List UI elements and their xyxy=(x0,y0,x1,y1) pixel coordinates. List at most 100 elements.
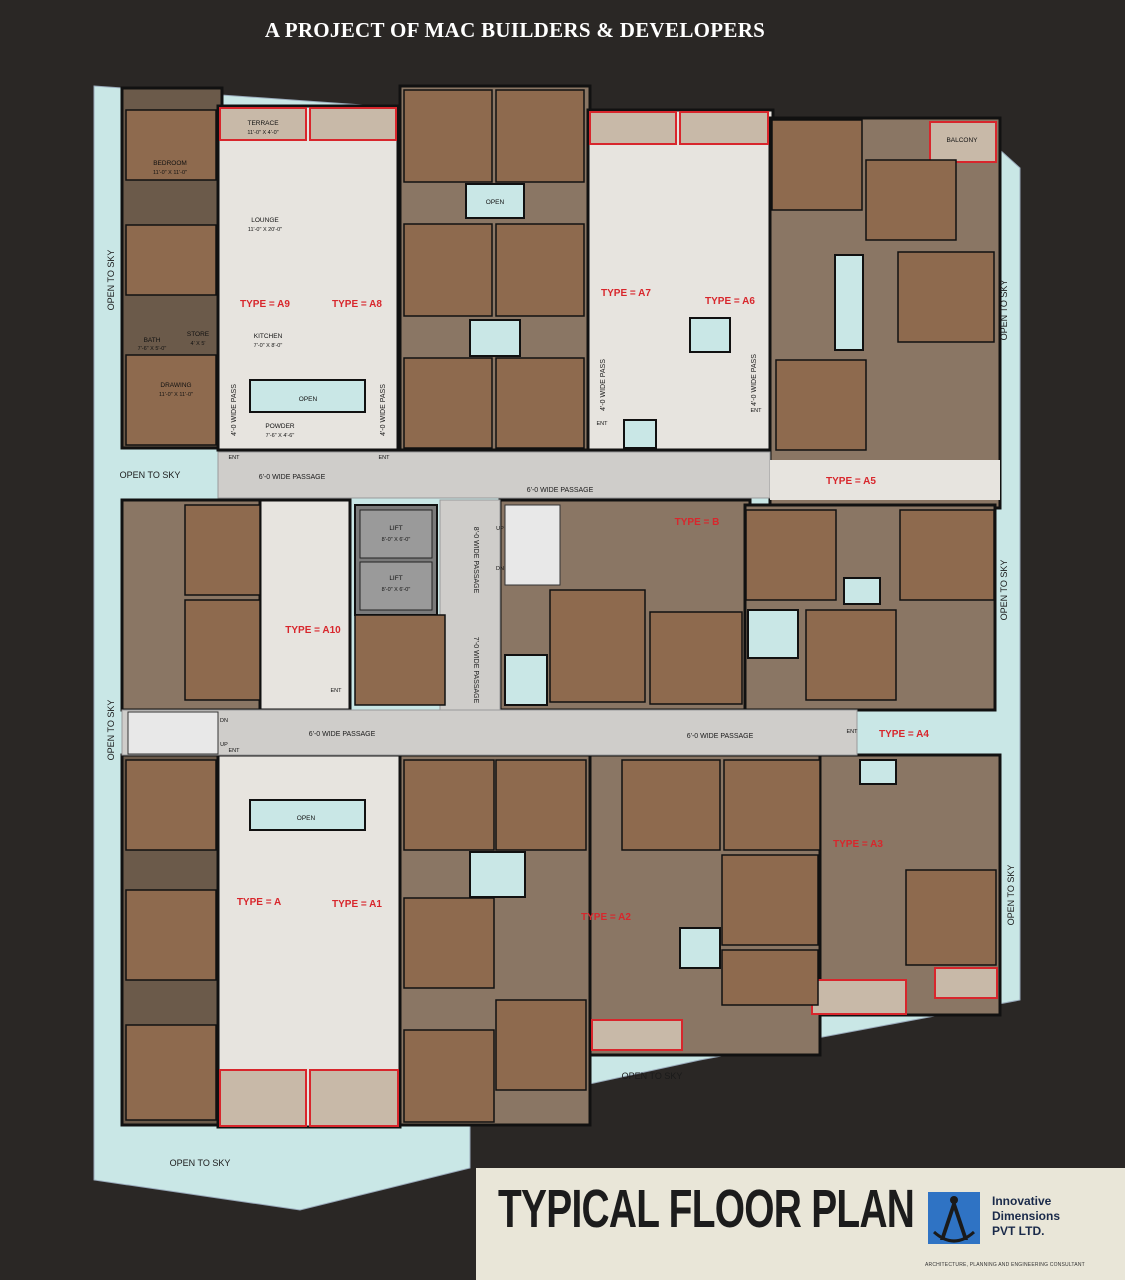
room-size: 11'-0" X 20'-0" xyxy=(248,227,282,233)
passage-label: 8'-0 WIDE PASSAGE xyxy=(472,527,479,594)
open-shaft xyxy=(834,254,864,351)
room-label: BALCONY xyxy=(946,137,978,144)
plan-title: TYPICAL FLOOR PLAN xyxy=(498,1179,915,1239)
open-shaft xyxy=(859,759,897,785)
lift-car-1 xyxy=(359,509,433,559)
passage-label: 6'-0 WIDE PASSAGE xyxy=(259,474,326,481)
unit-type-label: TYPE = A2 xyxy=(581,912,631,923)
unit-type-label: TYPE = A9 xyxy=(240,299,290,310)
open-shaft xyxy=(465,183,525,219)
company-tagline: ARCHITECTURE, PLANNING AND ENGINEERING C… xyxy=(925,1262,1085,1268)
terrace xyxy=(219,1069,307,1127)
company-name: Innovative Dimensions PVT LTD. xyxy=(992,1194,1092,1239)
unit-type-label: TYPE = A8 xyxy=(332,299,382,310)
terrace xyxy=(934,967,998,999)
room-label: OPEN xyxy=(486,199,505,206)
entrance-label: ENT xyxy=(751,408,763,414)
stair-up-label: UP xyxy=(220,742,228,748)
passage-label: 6'-0 WIDE PASSAGE xyxy=(527,487,594,494)
entrance-label: ENT xyxy=(229,748,241,754)
passage-upper-east xyxy=(770,460,1000,500)
open-shaft xyxy=(747,609,799,659)
title-panel xyxy=(476,1168,1125,1280)
stair-1 xyxy=(504,504,561,586)
unit-type-label: TYPE = A10 xyxy=(285,625,341,636)
room-label: STORE xyxy=(187,331,210,338)
unit-type-label: TYPE = A4 xyxy=(879,729,929,740)
room-size: 4' X 5' xyxy=(191,341,206,347)
passage-label: 4'-0 WIDE PASS xyxy=(380,384,387,436)
open-shaft xyxy=(469,851,526,898)
unit-type-label: TYPE = A3 xyxy=(833,839,883,850)
passage-label: 7'-0 WIDE PASSAGE xyxy=(472,637,479,704)
terrace xyxy=(591,1019,683,1051)
open-shaft xyxy=(249,379,366,413)
passage-label: 4'-0 WIDE PASS xyxy=(231,384,238,436)
room-label: OPEN xyxy=(297,815,316,822)
passage-label: 4'-0 WIDE PASS xyxy=(600,359,607,411)
entrance-label: ENT xyxy=(229,455,241,461)
room-label: TERRACE xyxy=(247,120,279,127)
passage-label: 6'-0 WIDE PASSAGE xyxy=(687,733,754,740)
unit-type-label: TYPE = A1 xyxy=(332,899,382,910)
stair-down-label: DN xyxy=(496,566,504,572)
lift-size: 8'-0" X 6'-0" xyxy=(382,537,411,543)
room-label: OPEN xyxy=(299,396,318,403)
unit-type-label: TYPE = B xyxy=(675,517,720,528)
room-size: 7'-6" X 4'-6" xyxy=(266,433,295,439)
passage-upper xyxy=(217,451,771,499)
lift-label: LIFT xyxy=(389,525,402,532)
room-label: BEDROOM xyxy=(153,160,187,167)
open-shaft xyxy=(843,577,881,605)
company-name-line: Dimensions xyxy=(992,1209,1061,1223)
room-tiles xyxy=(125,89,997,1123)
open-to-sky-label: OPEN TO SKY xyxy=(170,1158,231,1168)
lift-label: LIFT xyxy=(389,575,402,582)
room-label: POWDER xyxy=(265,423,295,430)
open-to-sky-label: OPEN TO SKY xyxy=(999,560,1009,621)
page-title: A PROJECT OF MAC BUILDERS & DEVELOPERS xyxy=(264,18,766,42)
room-size: 11'-0" X 11'-0" xyxy=(159,392,193,398)
stair-down-label: DN xyxy=(220,718,228,724)
lift-size: 8'-0" X 6'-0" xyxy=(382,587,411,593)
terrace xyxy=(309,1069,399,1127)
unit-type-label: TYPE = A5 xyxy=(826,476,876,487)
company-name-line: PVT LTD. xyxy=(992,1224,1045,1238)
room-label: DRAWING xyxy=(160,382,191,389)
company-name-line: Innovative xyxy=(992,1194,1052,1208)
open-to-sky-label: OPEN TO SKY xyxy=(106,700,116,761)
room-label: LOUNGE xyxy=(251,217,279,224)
passage-label: 6'-0 WIDE PASSAGE xyxy=(309,731,376,738)
room-size: 7'-6" X 5'-0" xyxy=(138,346,167,352)
unit-type-label: TYPE = A6 xyxy=(705,296,755,307)
open-shaft xyxy=(679,927,721,969)
open-to-sky-label: OPEN TO SKY xyxy=(1006,865,1016,926)
unit-type-label: TYPE = A7 xyxy=(601,288,651,299)
entrance-label: ENT xyxy=(331,688,343,694)
open-to-sky-label: OPEN TO SKY xyxy=(999,280,1009,341)
room-size: 11'-0" X 11'-0" xyxy=(153,170,187,176)
entrance-label: ENT xyxy=(379,455,391,461)
room-label: KITCHEN xyxy=(254,333,283,340)
unit-block-a7-a6 xyxy=(586,108,775,452)
room-size: 11'-0" X 4'-0" xyxy=(247,130,278,136)
terrace xyxy=(589,111,677,145)
open-to-sky-label: OPEN TO SKY xyxy=(106,250,116,311)
open-shaft xyxy=(689,317,731,353)
room-label: BATH xyxy=(144,337,161,344)
unit-block-a10 xyxy=(258,498,352,712)
passage-label: 4'-0 WIDE PASS xyxy=(751,354,758,406)
open-shaft xyxy=(469,319,521,357)
entrance-label: ENT xyxy=(847,729,859,735)
passage-vertical xyxy=(439,499,501,711)
balcony xyxy=(929,121,997,163)
open-shaft xyxy=(623,419,657,449)
open-to-sky-label: OPEN TO SKY xyxy=(622,1071,683,1081)
open-shaft xyxy=(504,654,548,706)
terrace xyxy=(679,111,769,145)
open-shaft xyxy=(249,799,366,831)
room-size: 7'-0" X 8'-0" xyxy=(254,343,283,349)
stair-up-label: UP xyxy=(496,526,504,532)
terrace xyxy=(219,107,307,141)
